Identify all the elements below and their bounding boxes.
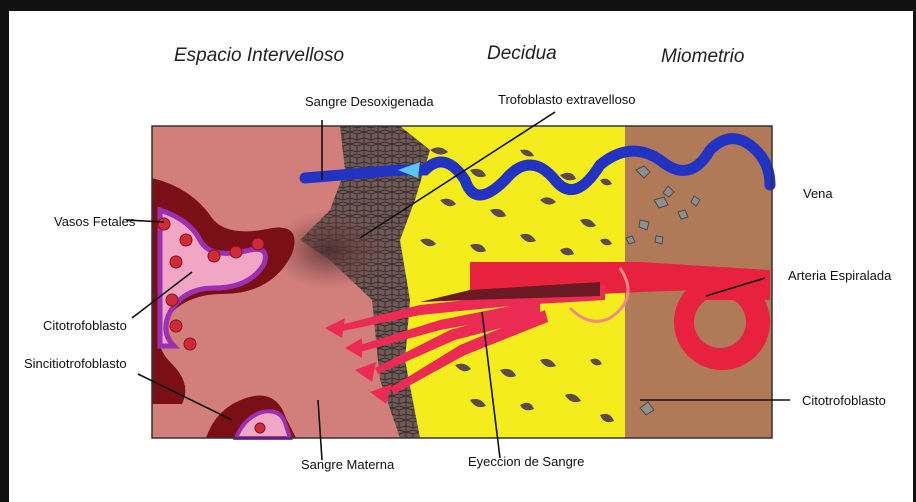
title-miometrio: Miometrio [661,46,744,68]
label-eyeccion-de-sangre: Eyeccion de Sangre [468,454,584,469]
label-vasos-fetales: Vasos Fetales [54,214,135,229]
label-sangre-desoxigenada: Sangre Desoxigenada [305,94,434,109]
label-citotrofoblasto-right: Citotrofoblasto [802,393,886,408]
label-citotrofoblasto-left: Citotrofoblasto [43,318,127,333]
title-espacio-intervelloso: Espacio Intervelloso [174,45,344,67]
label-trofoblasto-extravelloso: Trofoblasto extravelloso [498,92,636,107]
label-vena: Vena [803,186,833,201]
title-decidua: Decidua [487,43,557,65]
label-sangre-materna: Sangre Materna [301,457,394,472]
label-arteria-espiralada: Arteria Espiralada [788,268,891,283]
label-sincitiotrofoblasto: Sincitiotrofoblasto [24,356,127,371]
